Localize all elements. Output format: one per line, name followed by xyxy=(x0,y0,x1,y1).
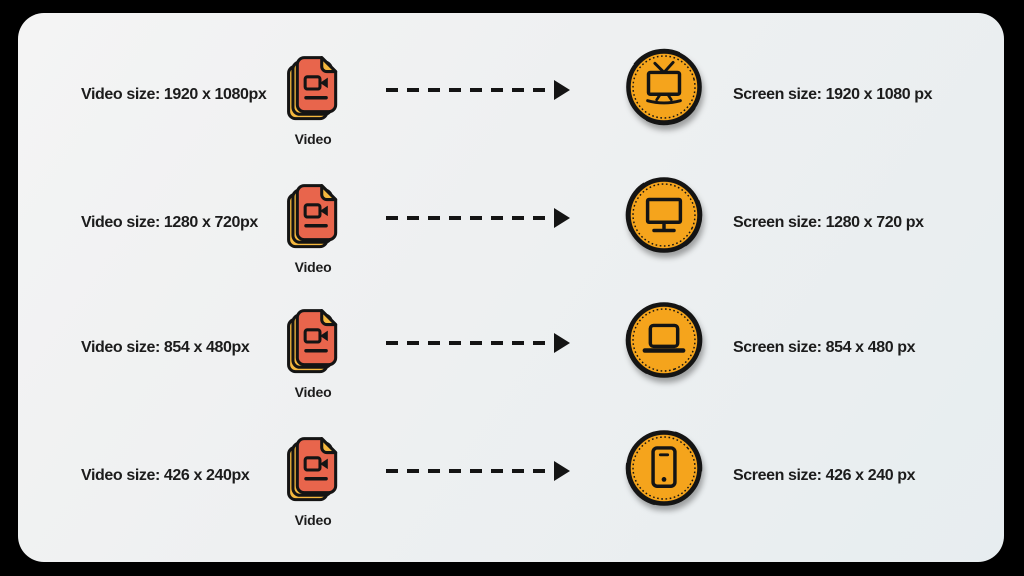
dashed-line xyxy=(386,216,557,220)
arrow-head-icon xyxy=(554,461,570,481)
screen-badge xyxy=(623,174,705,256)
screen-badge xyxy=(623,46,705,128)
laptop-icon xyxy=(625,301,703,379)
video-size-label: Video size: 854 x 480px xyxy=(81,339,250,356)
video-caption: Video xyxy=(294,384,332,400)
video-caption: Video xyxy=(294,259,332,275)
video-caption: Video xyxy=(294,131,332,147)
phone-icon xyxy=(625,429,703,507)
monitor-icon xyxy=(625,176,703,254)
dashed-line xyxy=(386,341,557,345)
video-size-label: Video size: 426 x 240px xyxy=(81,467,250,484)
video-file-block: Video xyxy=(285,308,341,400)
video-camera-icon xyxy=(303,456,322,472)
screen-badge xyxy=(623,427,705,509)
arrow-head-icon xyxy=(554,208,570,228)
dashed-arrow xyxy=(386,461,570,481)
video-size-label: Video size: 1920 x 1080px xyxy=(81,86,267,103)
video-file-icon xyxy=(287,184,338,249)
arrow-head-icon xyxy=(554,80,570,100)
screen-size-label: Screen size: 1280 x 720 px xyxy=(733,214,924,231)
dashed-arrow xyxy=(386,208,570,228)
video-camera-icon xyxy=(303,328,322,344)
dashed-arrow xyxy=(386,80,570,100)
video-file-block: Video xyxy=(285,183,341,275)
tv-icon xyxy=(625,48,703,126)
dashed-line xyxy=(386,469,557,473)
infographic-card: Video size: 1920 x 1080px Video xyxy=(18,13,1004,562)
screen-badge xyxy=(623,299,705,381)
video-file-icon xyxy=(287,309,338,374)
video-file-block: Video xyxy=(285,436,341,528)
screen-size-label: Screen size: 1920 x 1080 px xyxy=(733,86,933,103)
video-file-icon xyxy=(287,437,338,502)
arrow-head-icon xyxy=(554,333,570,353)
screen-size-label: Screen size: 854 x 480 px xyxy=(733,339,916,356)
video-caption: Video xyxy=(294,512,332,528)
dashed-line xyxy=(386,88,557,92)
video-file-icon xyxy=(287,56,338,121)
dashed-arrow xyxy=(386,333,570,353)
screen-size-label: Screen size: 426 x 240 px xyxy=(733,467,916,484)
video-size-label: Video size: 1280 x 720px xyxy=(81,214,258,231)
video-file-block: Video xyxy=(285,55,341,147)
video-camera-icon xyxy=(303,203,322,219)
